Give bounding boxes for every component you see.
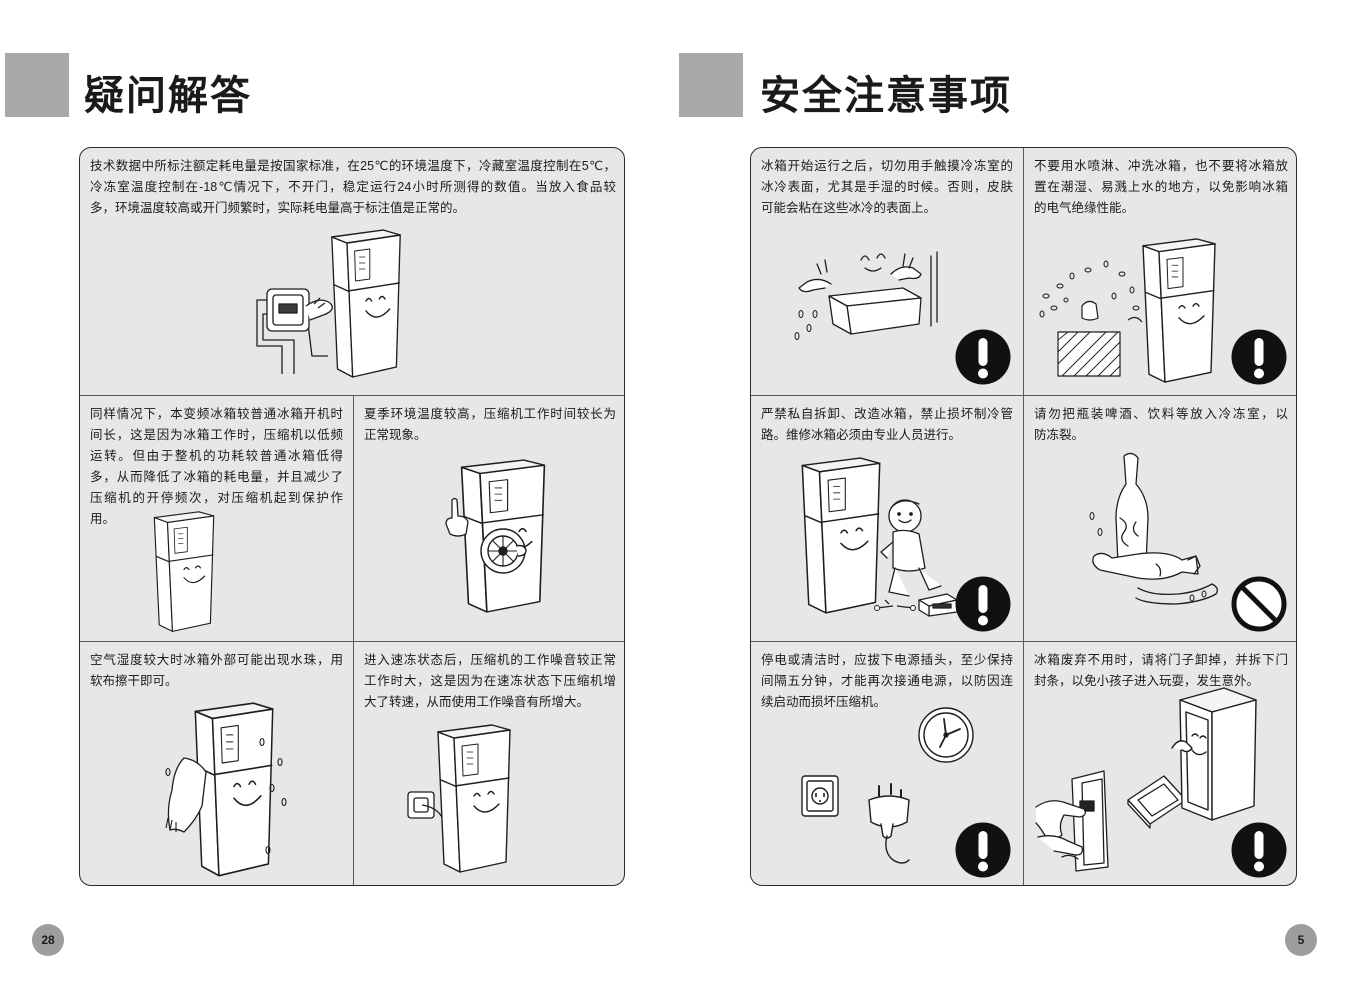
broken-bottles-illustration (1089, 452, 1218, 605)
text-line: 软布擦干即可。 (90, 674, 178, 688)
faq-text: 同样情况下，本变频冰箱较普通冰箱开机时 间长，这是因为冰箱工作时，压缩机以低频 … (90, 404, 343, 530)
socket-plug-illustration (407, 791, 443, 819)
left-title-block (5, 53, 69, 117)
text-line: 空气湿度较大时冰箱外部可能出现水珠，用 (90, 653, 343, 667)
text-line: 路。维修冰箱必须由专业人员进行。 (761, 428, 962, 442)
text-line: 的电气绝缘性能。 (1034, 201, 1135, 215)
right-page-number: 5 (1285, 924, 1317, 956)
fridge-illustration (437, 724, 511, 873)
compressor-wheel-illustration (480, 528, 527, 574)
safety-text: 冰箱开始运行之后，切勿用手触摸冷冻室的 冰冷表面，尤其是手湿的时候。否则，皮肤 … (761, 156, 1013, 219)
socket-wires-illustration (256, 288, 333, 374)
text-line: 正常现象。 (364, 428, 427, 442)
text-line: 续启动而损坏压缩机。 (761, 695, 887, 709)
text-line: 可能会粘在这些冰冷的表面上。 (761, 201, 937, 215)
toolbox-illustration (918, 593, 958, 617)
left-page-title: 疑问解答 (84, 74, 252, 118)
safety-cold-surface: 冰箱开始运行之后，切勿用手触摸冷冻室的 冰冷表面，尤其是手湿的时候。否则，皮肤 … (751, 148, 1023, 395)
warning-exclamation-icon (1231, 822, 1287, 878)
text-line: 间隔五分钟，才能再次接通电源，以防因连 (761, 674, 1013, 688)
prohibition-icon (1231, 576, 1287, 632)
boy-illustration (880, 499, 942, 597)
warning-exclamation-icon (955, 822, 1011, 878)
faq-quick-freeze-noise: 进入速冻状态后，压缩机的工作噪音较正常 工作时大，这是因为在速冻状态下压缩机增 … (353, 641, 624, 885)
water-splash-illustration (1039, 260, 1143, 377)
right-safety-panel: 冰箱开始运行之后，切勿用手触摸冷冻室的 冰冷表面，尤其是手湿的时候。否则，皮肤 … (750, 147, 1297, 886)
text-line: 不要用水喷淋、冲洗冰箱，也不要将冰箱放 (1034, 159, 1288, 173)
removed-door-illustration (1127, 775, 1187, 829)
text-line: 间长，这是因为冰箱工作时，压缩机以低频 (90, 428, 343, 442)
fridge-illustration (153, 511, 215, 632)
fridge-illustration (1142, 238, 1216, 383)
fridge-illustration (801, 457, 881, 614)
power-plug-illustration (868, 783, 910, 864)
cloth-illustration (165, 757, 207, 833)
safety-remove-doors-disposal: 冰箱废弃不用时，请将门子卸掉，并拆下门 封条，以免小孩子进入玩耍，发生意外。 (1023, 641, 1296, 885)
text-line: 夏季环境温度较高，压缩机工作时间较长为 (364, 407, 616, 421)
text-line: 技术数据中所标注额定耗电量是按国家标准，在25℃的环境温度下，冷藏室温度控制在5… (90, 159, 616, 173)
left-faq-panel: 技术数据中所标注额定耗电量是按国家标准，在25℃的环境温度下，冷藏室温度控制在5… (79, 147, 625, 886)
right-page-title: 安全注意事项 (760, 74, 1012, 118)
fridge-illustration (331, 229, 401, 378)
safety-no-bottles-freezer: 请勿把瓶装啤酒、饮料等放入冷冻室，以 防冻裂。 (1023, 395, 1296, 641)
door-removal-hands-illustration (1035, 770, 1109, 872)
text-line: 停电或清洁时，应拔下电源插头，至少保持 (761, 653, 1013, 667)
text-line: 多，从而降低了冰箱的耗电量，并且减少了 (90, 470, 343, 484)
faq-text: 技术数据中所标注额定耗电量是按国家标准，在25℃的环境温度下，冷藏室温度控制在5… (90, 156, 616, 219)
warning-exclamation-icon (955, 576, 1011, 632)
safety-text: 停电或清洁时，应拔下电源插头，至少保持 间隔五分钟，才能再次接通电源，以防因连 … (761, 650, 1013, 713)
clock-illustration (918, 707, 974, 763)
faq-condensation: 空气湿度较大时冰箱外部可能出现水珠，用 软布擦干即可。 (80, 641, 353, 885)
faq-text: 进入速冻状态后，压缩机的工作噪音较正常 工作时大，这是因为在速冻状态下压缩机增 … (364, 650, 616, 713)
safety-no-water: 不要用水喷淋、冲洗冰箱，也不要将冰箱放 置在潮湿、易溅上水的地方，以免影响冰箱 … (1023, 148, 1296, 395)
text-line: 冷冻室温度控制在-18℃情况下，不开门，稳定运行24小时所测得的数值。当放入食品… (90, 180, 616, 194)
wall-socket-illustration (801, 775, 839, 817)
tools-illustration (874, 599, 916, 611)
freezer-drawer-hands-illustration (794, 251, 938, 340)
water-drops-illustration (165, 737, 287, 855)
text-line: 工作时大，这是因为在速冻状态下压缩机增 (364, 674, 616, 688)
safety-text: 不要用水喷淋、冲洗冰箱，也不要将冰箱放 置在潮湿、易溅上水的地方，以免影响冰箱 … (1034, 156, 1288, 219)
safety-unplug-wait: 停电或清洁时，应拔下电源插头，至少保持 间隔五分钟，才能再次接通电源，以防因连 … (751, 641, 1023, 885)
text-line: 冰箱开始运行之后，切勿用手触摸冷冻室的 (761, 159, 1013, 173)
faq-summer-runtime: 夏季环境温度较高，压缩机工作时间较长为 正常现象。 (353, 395, 624, 641)
text-line: 冰冷表面，尤其是手湿的时候。否则，皮肤 (761, 180, 1013, 194)
text-line: 多，环境温度较高或开门频繁时，实际耗电量高于标注值是正常的。 (90, 201, 466, 215)
faq-text: 夏季环境温度较高，压缩机工作时间较长为 正常现象。 (364, 404, 616, 446)
open-fridge-illustration (1171, 687, 1257, 821)
text-line: 置在潮湿、易溅上水的地方，以免影响冰箱 (1034, 180, 1288, 194)
text-line: 同样情况下，本变频冰箱较普通冰箱开机时 (90, 407, 343, 421)
safety-text: 请勿把瓶装啤酒、饮料等放入冷冻室，以 防冻裂。 (1034, 404, 1288, 446)
text-line: 运转。但由于整机的功耗较普通冰箱低得 (90, 449, 343, 463)
left-page-number: 28 (32, 924, 64, 956)
warning-exclamation-icon (1231, 329, 1287, 385)
text-line: 防冻裂。 (1034, 428, 1085, 442)
right-title-block (679, 53, 743, 117)
text-line: 大了转速，从而使用工作噪音有所增大。 (364, 695, 590, 709)
text-line: 用。 (90, 512, 116, 526)
text-line: 请勿把瓶装啤酒、饮料等放入冷冻室，以 (1034, 407, 1288, 421)
text-line: 压缩机的开停频次，对压缩机起到保护作 (90, 491, 343, 505)
safety-no-disassembly: 严禁私自拆卸、改造冰箱，禁止损坏制冷管 路。维修冰箱必须由专业人员进行。 (751, 395, 1023, 641)
faq-inverter-runtime: 同样情况下，本变频冰箱较普通冰箱开机时 间长，这是因为冰箱工作时，压缩机以低频 … (80, 395, 353, 641)
pointing-hand-illustration (445, 497, 469, 537)
faq-text: 空气湿度较大时冰箱外部可能出现水珠，用 软布擦干即可。 (90, 650, 343, 692)
text-line: 严禁私自拆卸、改造冰箱，禁止损坏制冷管 (761, 407, 1013, 421)
text-line: 进入速冻状态后，压缩机的工作噪音较正常 (364, 653, 616, 667)
text-line: 封条，以免小孩子进入玩耍，发生意外。 (1034, 674, 1260, 688)
safety-text: 冰箱废弃不用时，请将门子卸掉，并拆下门 封条，以免小孩子进入玩耍，发生意外。 (1034, 650, 1288, 692)
safety-text: 严禁私自拆卸、改造冰箱，禁止损坏制冷管 路。维修冰箱必须由专业人员进行。 (761, 404, 1013, 446)
warning-exclamation-icon (955, 329, 1011, 385)
text-line: 冰箱废弃不用时，请将门子卸掉，并拆下门 (1034, 653, 1288, 667)
faq-energy-consumption: 技术数据中所标注额定耗电量是按国家标准，在25℃的环境温度下，冷藏室温度控制在5… (80, 148, 624, 395)
